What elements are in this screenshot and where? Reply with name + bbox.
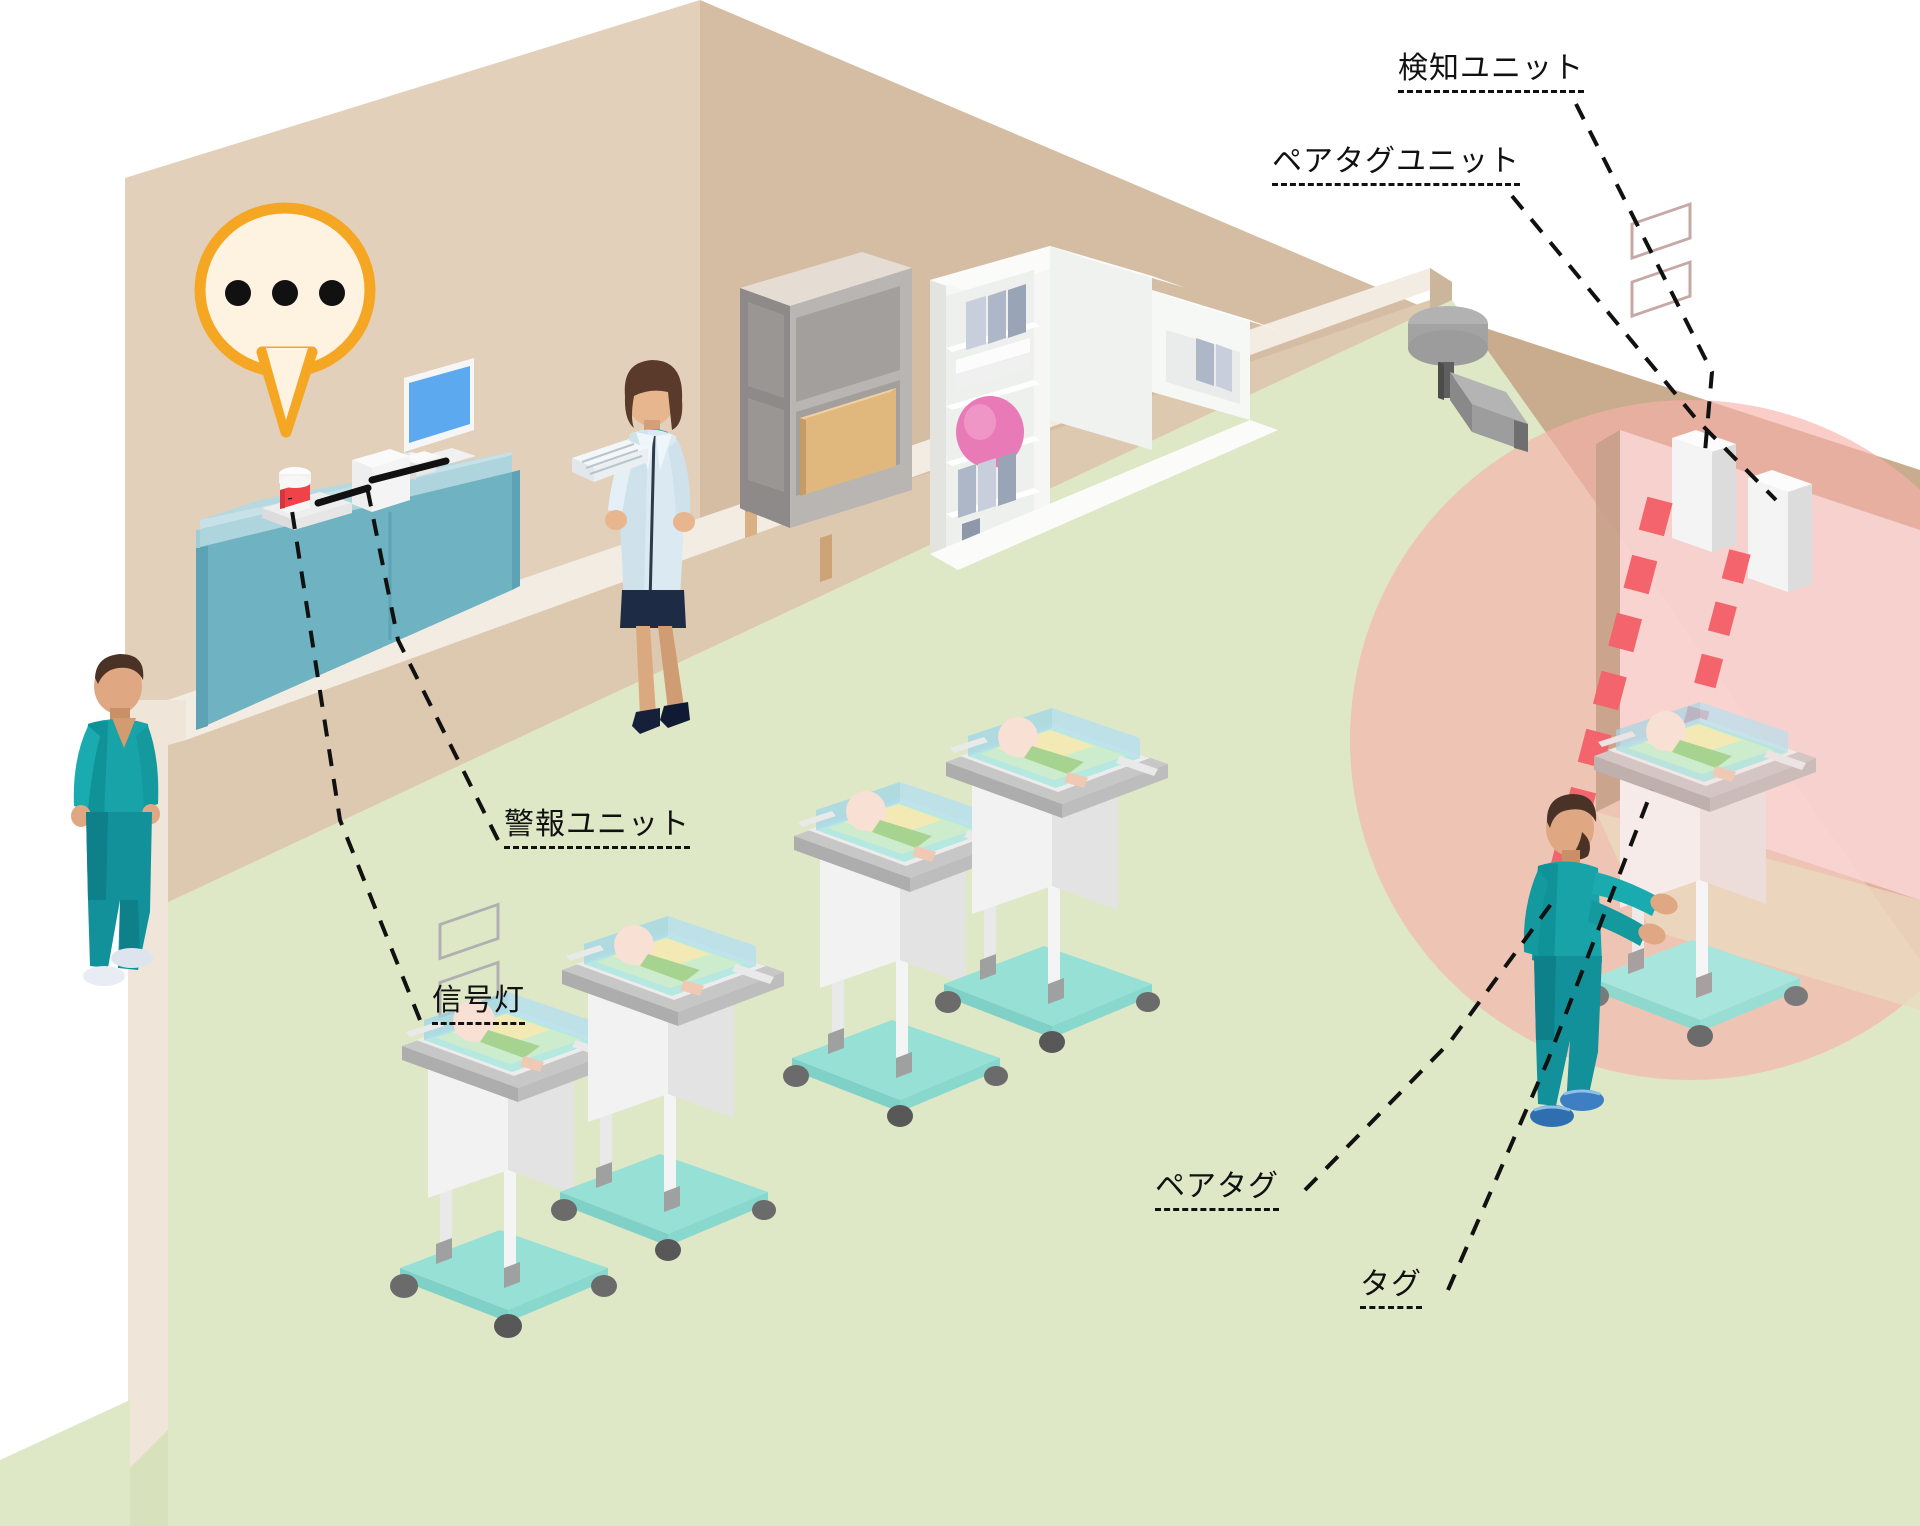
bassinet-3 — [783, 782, 1016, 1127]
security-camera — [1408, 306, 1528, 452]
bassinet-1 — [390, 902, 624, 1338]
callout-label-pair-tag: ペアタグ — [1155, 1170, 1279, 1211]
callout-label-pair-tag-unit: ペアタグユニット — [1272, 145, 1520, 186]
leader-signal-light — [288, 497, 422, 1021]
bassinet-2 — [551, 916, 784, 1261]
bubble-dot-2 — [272, 280, 298, 306]
bassinet-5 — [1583, 202, 1816, 1047]
callout-label-tag: タグ — [1360, 1268, 1422, 1309]
wall-unit-right[interactable] — [1748, 470, 1812, 592]
bubble-dot-3 — [319, 280, 345, 306]
bassinet-4 — [935, 708, 1168, 1053]
male-nurse-standing — [71, 654, 160, 986]
leader-pair-tag-unit — [1510, 194, 1778, 502]
bookshelf — [930, 246, 1278, 570]
female-doctor — [572, 360, 695, 734]
leader-alarm-unit — [364, 481, 500, 841]
leader-tag — [1446, 789, 1654, 1291]
leader-pair-tag — [1303, 898, 1556, 1192]
callout-label-detection-unit: 検知ユニット — [1398, 52, 1584, 93]
cube-shelf — [740, 252, 912, 582]
callout-label-alarm-unit: 警報ユニット — [504, 808, 690, 849]
bubble-dot-1 — [225, 280, 251, 306]
speech-bubble — [194, 202, 376, 438]
callout-label-signal-light: 信号灯 — [432, 984, 525, 1025]
alarm-cable — [314, 457, 450, 507]
male-nurse-pushing — [1523, 794, 1678, 1127]
leader-detection-unit — [1574, 103, 1715, 453]
callout-leader-lines — [288, 103, 1778, 1291]
